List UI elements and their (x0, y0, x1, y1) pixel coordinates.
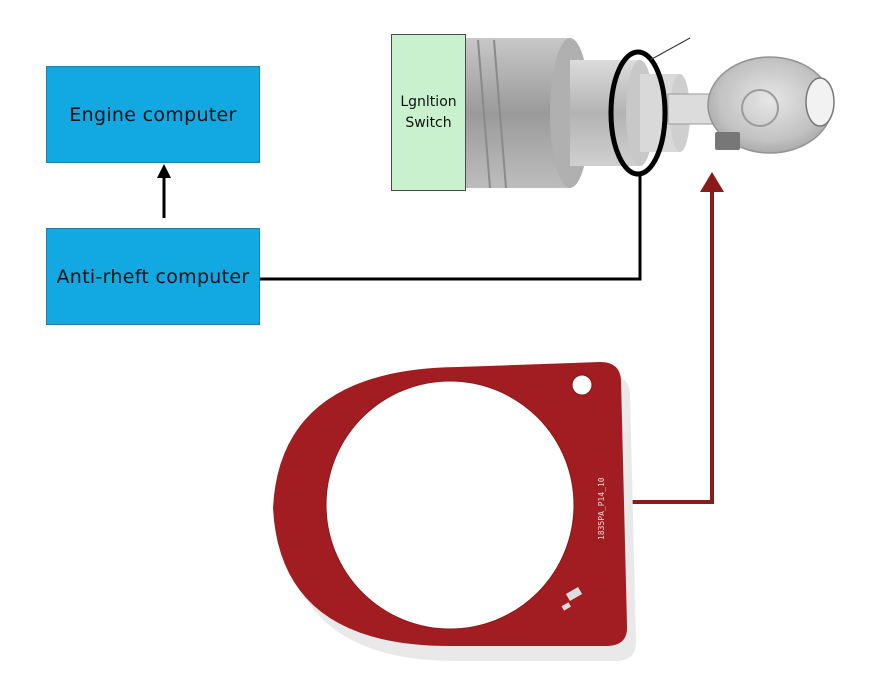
arrowhead-up-icon (157, 164, 171, 178)
ignition-switch-box: Lgnltion Switch (391, 34, 466, 191)
coil-board (273, 362, 637, 661)
antenna-ring (608, 49, 668, 177)
arrowhead-up-red-icon (700, 172, 724, 192)
rf-signal-arrow (619, 190, 714, 504)
antenna-wire (260, 172, 642, 281)
antitheft-computer-label: Anti-rheft computer (56, 265, 250, 288)
key-icon (649, 37, 835, 154)
ignition-switch-label-line2: Switch (405, 114, 452, 131)
ignition-lock-cylinder (460, 38, 690, 189)
engine-computer-label: Engine computer (69, 103, 237, 126)
engine-computer-box: Engine computer (46, 66, 260, 163)
ignition-switch-label-line1: Lgnltion (400, 93, 457, 110)
coil-board-silkscreen: 1835PA_P14_10 (597, 477, 606, 540)
antitheft-computer-box: Anti-rheft computer (46, 228, 260, 325)
